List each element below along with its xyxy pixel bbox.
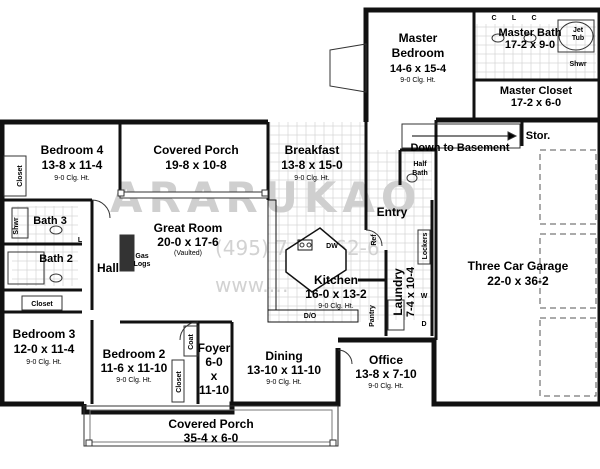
l-label-2: L [78, 237, 83, 244]
great-room-note: (Vaulted) [174, 250, 202, 257]
bedroom4-dims: 13-8 x 11-4 [42, 158, 103, 172]
coat-label: Coat [188, 334, 195, 350]
master-bedroom-name-1: Master [399, 31, 438, 45]
foyer-dim-2: 11-10 [199, 383, 229, 397]
master-bedroom-name-2: Bedroom [392, 46, 445, 60]
bedroom4-clg: 9-0 Clg. Ht. [54, 175, 89, 182]
room-labels: Master Bedroom 14-6 x 15-4 9-0 Clg. Ht. … [13, 15, 587, 445]
foyer-dim-1: 6-0 [205, 355, 223, 369]
master-bath-name: Master Bath [499, 27, 562, 39]
covered-porch-rear-dims: 19-8 x 10-8 [165, 158, 227, 172]
jet-tub-label-1: Jet [573, 27, 584, 34]
w-label: W [421, 293, 428, 300]
bedroom4-name: Bedroom 4 [41, 143, 104, 157]
great-room-dims: 20-0 x 17-6 [157, 235, 219, 249]
foyer-name: Foyer [198, 341, 231, 355]
closet-b4-label: Closet [17, 165, 24, 187]
kitchen-dims: 16-0 x 13-2 [305, 287, 367, 301]
garage-dims: 22-0 x 36-2 [487, 274, 549, 288]
great-room-name: Great Room [154, 221, 223, 235]
do-label: D/O [304, 313, 317, 320]
kitchen-name: Kitchen [314, 273, 358, 287]
master-bath-dims: 17-2 x 9-0 [505, 39, 555, 51]
bath2-label: Bath 2 [39, 253, 73, 265]
lockers-label: Lockers [422, 232, 429, 259]
pantry-label: Pantry [369, 305, 376, 327]
bedroom2-name: Bedroom 2 [103, 347, 166, 361]
laundry-name: Laundry [391, 268, 405, 316]
shwr-bath3-label: Shwr [13, 217, 20, 234]
covered-porch-front-dims: 35-4 x 6-0 [184, 431, 239, 445]
down-to-basement-label: Down to Basement [410, 142, 509, 154]
bath3-label: Bath 3 [33, 215, 67, 227]
garage-name: Three Car Garage [468, 259, 569, 273]
half-bath-label-1: Half [413, 161, 427, 168]
gas-logs-label-2: Logs [134, 261, 151, 268]
dining-clg: 9-0 Clg. Ht. [266, 379, 301, 386]
bedroom2-dims: 11-6 x 11-10 [101, 361, 168, 375]
laundry-dims: 7-4 x 10-4 [405, 266, 417, 317]
entry-label: Entry [377, 205, 408, 219]
master-closet-dims: 17-2 x 6-0 [511, 97, 561, 109]
baths-floor [12, 206, 78, 286]
bedroom2-clg: 9-0 Clg. Ht. [116, 377, 151, 384]
bedroom3-clg: 9-0 Clg. Ht. [26, 359, 61, 366]
office-name: Office [369, 353, 403, 367]
closet-b2-label: Closet [176, 371, 183, 393]
dining-name: Dining [265, 349, 302, 363]
l-label-1: L [512, 15, 517, 22]
breakfast-dims: 13-8 x 15-0 [281, 158, 343, 172]
c-label-2: C [531, 15, 536, 22]
stor-label: Stor. [526, 130, 550, 142]
details [3, 19, 597, 447]
master-closet-name: Master Closet [500, 85, 572, 97]
covered-porch-rear-name: Covered Porch [153, 143, 238, 157]
closet-b3-label: Closet [31, 301, 53, 308]
dw-label: DW [326, 243, 338, 250]
c-label-1: C [491, 15, 496, 22]
dining-dims: 13-10 x 11-10 [247, 363, 321, 377]
breakfast-clg: 9-0 Clg. Ht. [294, 175, 329, 182]
ref-label: Ref [371, 234, 378, 246]
master-bedroom-clg: 9-0 Clg. Ht. [400, 77, 435, 84]
gas-logs-label-1: Gas [135, 253, 148, 260]
hall-label: Hall [97, 261, 119, 275]
office-dims: 13-8 x 7-10 [355, 367, 417, 381]
foyer-dim-x: x [211, 369, 218, 383]
office-clg: 9-0 Clg. Ht. [368, 383, 403, 390]
bedroom3-dims: 12-0 x 11-4 [14, 342, 75, 356]
half-bath-label-2: Bath [412, 170, 428, 177]
covered-porch-front-name: Covered Porch [168, 417, 253, 431]
kitchen-clg: 9-0 Clg. Ht. [318, 303, 353, 310]
interior-walls [2, 10, 600, 404]
jet-tub-label-2: Tub [572, 35, 584, 42]
shwr-label: Shwr [569, 61, 586, 68]
master-bedroom-dims: 14-6 x 15-4 [390, 63, 447, 75]
breakfast-name: Breakfast [285, 143, 340, 157]
d-label: D [421, 321, 426, 328]
bedroom3-name: Bedroom 3 [13, 327, 76, 341]
